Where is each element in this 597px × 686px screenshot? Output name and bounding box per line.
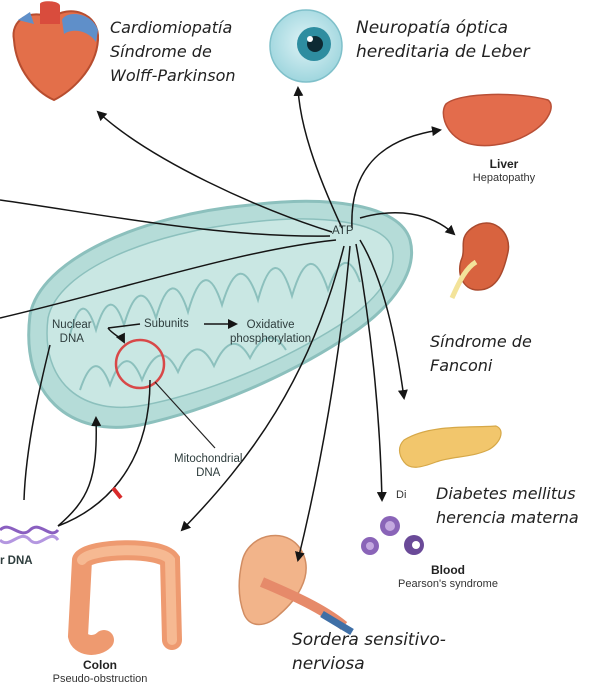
- label-kidney: Síndrome de Fanconi: [430, 330, 532, 378]
- blood-cells-icon: [361, 516, 424, 555]
- heart-icon: [13, 1, 98, 100]
- liver-subtitle: Hepatopathy: [454, 171, 554, 185]
- label-heart: Cardiomiopatía Síndrome de Wolff-Parkins…: [110, 16, 236, 88]
- liver-icon: [443, 94, 551, 145]
- blood-title: Blood: [378, 563, 518, 577]
- oxphos-label: Oxidative phosphorylation: [230, 318, 311, 346]
- ear-icon: [239, 535, 352, 632]
- eye-icon: [270, 10, 342, 82]
- pancreas-icon: [400, 426, 502, 467]
- mito-dna-label: Mitochondrial DNA: [174, 452, 242, 480]
- colon-icon: [78, 550, 172, 645]
- colon-title: Colon: [40, 658, 160, 672]
- blood-subtitle: Pearson's syndrome: [378, 577, 518, 591]
- kidney-icon: [452, 223, 509, 298]
- mitochondrion: [29, 201, 412, 427]
- colon-subtitle: Pseudo-obstruction: [40, 672, 160, 686]
- label-ear: Sordera sensitivo- nerviosa: [292, 628, 446, 676]
- liver-title: Liver: [454, 157, 554, 171]
- liver-caption: Liver Hepatopathy: [454, 157, 554, 185]
- nuclear-dna-label: Nuclear DNA: [52, 318, 92, 346]
- blood-caption: Blood Pearson's syndrome: [378, 563, 518, 591]
- nuclear-dna-partial-label: r DNA: [0, 554, 33, 568]
- block-mark: [113, 488, 121, 498]
- pancreas-partial-label: Di: [396, 488, 406, 502]
- atp-label: ATP: [332, 224, 354, 238]
- label-pancreas: Diabetes mellitus herencia materna: [436, 482, 579, 530]
- colon-caption: Colon Pseudo-obstruction: [40, 658, 160, 686]
- label-eye: Neuropatía óptica hereditaria de Leber: [356, 16, 530, 64]
- subunits-label: Subunits: [144, 317, 189, 331]
- dna-helix-icon: [0, 527, 58, 543]
